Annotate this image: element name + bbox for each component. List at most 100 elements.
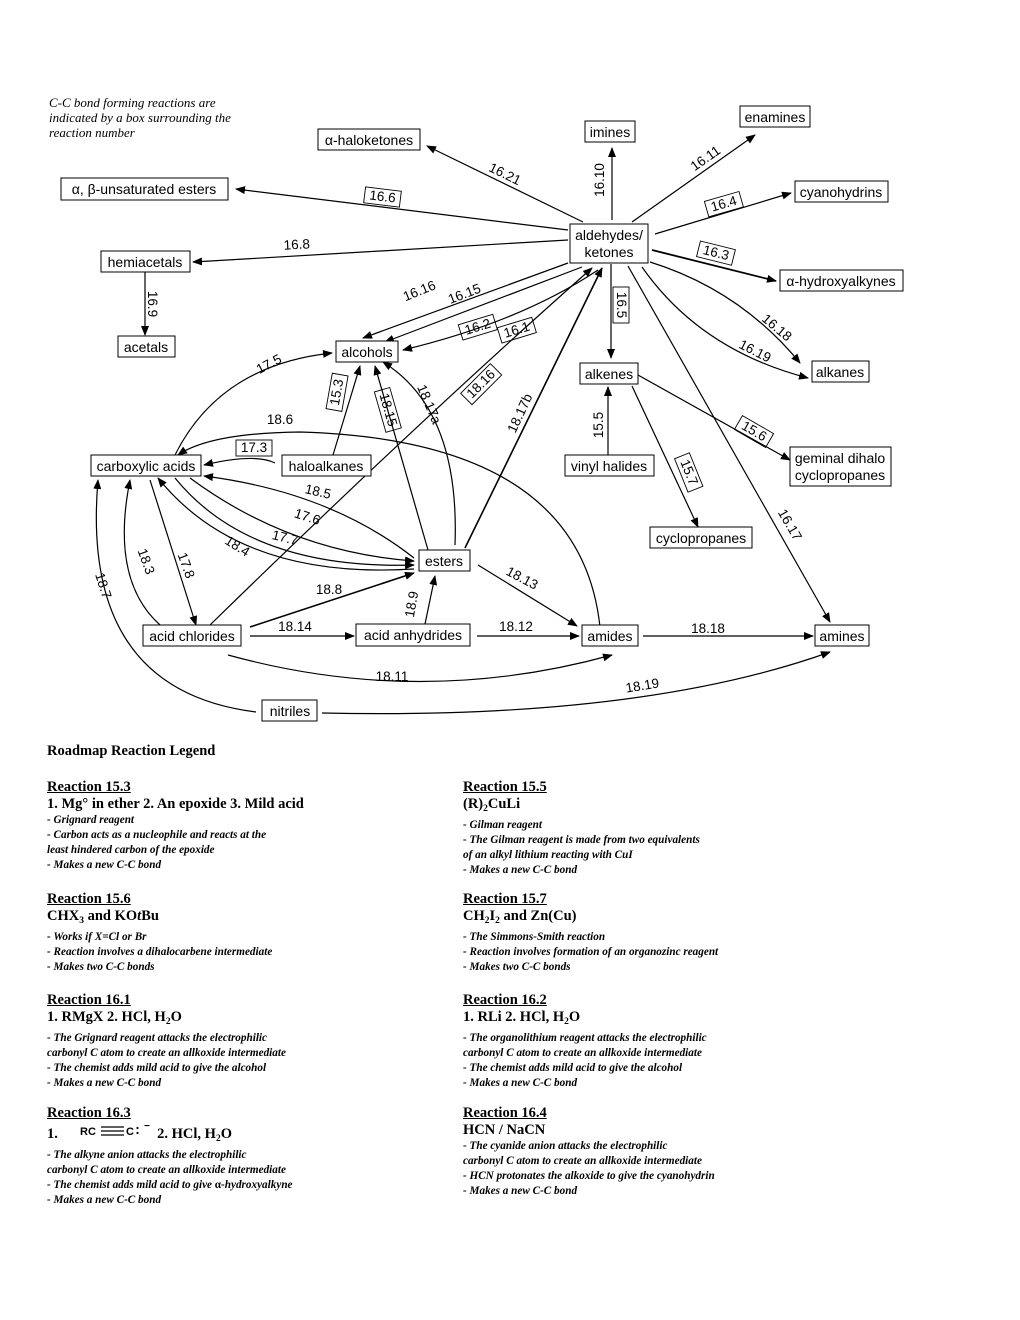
cc-box-15-6: [733, 414, 775, 449]
arrow-16-15: [384, 266, 583, 343]
legend-16-3-note: carbonyl C atom to create an allkoxide i…: [47, 1164, 286, 1176]
legend-15-5-note: of an alkyl lithium reacting with CuI: [463, 849, 633, 861]
label-18-15: 18.15: [376, 391, 400, 428]
legend-15-3-reagents: 1. Mg° in ether 2. An epoxide 3. Mild ac…: [47, 796, 304, 812]
label-16-8: 16.8: [283, 236, 310, 252]
node-box-haloalkanes: [281, 454, 372, 477]
node-box-hydroxyalkynes: [779, 269, 904, 292]
node-box-acid-chlorides: [142, 624, 242, 647]
arrow-16-4: [654, 191, 792, 235]
cc-box-18-16: [460, 363, 503, 406]
label-18-11: 18.11: [376, 669, 409, 684]
label-16-16: 16.16: [401, 278, 438, 305]
label-17-6: 17.6: [293, 506, 323, 528]
arrow-18-3: [123, 479, 161, 626]
arrow-18-15: [373, 365, 429, 551]
node-box-gem-cyclopropanes: [789, 446, 892, 487]
label-18-5: 18.5: [304, 481, 333, 502]
label-18-8: 18.8: [316, 582, 342, 597]
arrow-16-3: [651, 249, 777, 283]
arrow-17-3: [203, 457, 276, 467]
node-box-imines: [584, 120, 636, 143]
label-16-11: 16.11: [688, 143, 723, 174]
node-box-alcohols: [335, 340, 399, 363]
legend-16-2-reagents: 1. RLi 2. HCl, H2O: [463, 1009, 581, 1027]
legend-16-1-note: - The Grignard reagent attacks the elect…: [47, 1032, 268, 1044]
legend-15-3-note: - Makes a new C-C bond: [47, 859, 162, 871]
label-18-14: 18.14: [278, 619, 312, 634]
legend-15-3-title: Reaction 15.3: [47, 779, 131, 795]
legend-15-7-note: - Makes two C-C bonds: [463, 961, 571, 973]
arrow-16-8: [192, 239, 569, 266]
legend-15-5-reagents: (R)2CuLi: [463, 796, 521, 814]
legend-16-3-note: - The chemist adds mild acid to give α-h…: [47, 1179, 293, 1191]
cc-box-16-1: [496, 316, 537, 344]
legend-15-5-note: - Makes a new C-C bond: [463, 864, 578, 876]
label-16-9: 16.9: [145, 291, 160, 317]
node-vinyl-halides: vinyl halides: [571, 458, 647, 474]
label-15-5: 15.5: [591, 412, 606, 438]
arrow-17-6: [189, 477, 415, 565]
arrow-15-3: [332, 365, 362, 456]
legend-16-2-note: - The organolithium reagent attacks the …: [463, 1032, 707, 1044]
c-c-bond-note: C-C bond forming reactions are indicated…: [49, 95, 231, 140]
label-16-10: 16.10: [592, 163, 607, 197]
node-alcohols: alcohols: [341, 344, 392, 360]
label-16-15: 16.15: [446, 281, 483, 307]
legend-entry-16-1: Reaction 16.1 1. RMgX 2. HCl, H2O - The …: [47, 992, 447, 1091]
legend-16-1-note: - The chemist adds mild acid to give the…: [47, 1062, 267, 1074]
legend-entry-15-7: Reaction 15.7 CH2I2 and Zn(Cu) - The Sim…: [463, 891, 863, 975]
node-acid-anhydrides: acid anhydrides: [364, 627, 462, 643]
node-box-acid-anhydrides: [355, 623, 471, 647]
legend-16-4-note: - The cyanide anion attacks the electrop…: [463, 1140, 668, 1152]
node-amides: amides: [587, 628, 632, 644]
legend-16-4-title: Reaction 16.4: [463, 1105, 547, 1121]
label-16-3: 16.3: [702, 242, 731, 263]
arrow-16-18: [649, 261, 801, 364]
arrow-18-17b: [464, 267, 603, 549]
node-box-aldehydes: [569, 223, 649, 264]
legend-15-6-note: - Works if X=Cl or Br: [47, 931, 147, 943]
alkyne-c: C: [126, 1126, 134, 1138]
node-aldehydes-line2: ketones: [584, 244, 633, 260]
node-aldehydes-line1: aldehydes/: [575, 227, 643, 243]
label-16-6: 16.6: [369, 187, 397, 205]
arrow-17-8: [149, 479, 198, 626]
label-18-4: 18.4: [222, 533, 253, 560]
cc-box-16-3: [696, 240, 736, 266]
legend-15-6-note: - Reaction involves a dihalocarbene inte…: [47, 946, 273, 958]
arrow-18-7: [93, 479, 257, 713]
legend-entry-16-4: Reaction 16.4 HCN / NaCN - The cyanide a…: [463, 1105, 863, 1199]
arrow-18-4: [157, 477, 415, 571]
legend-entry-15-3: Reaction 15.3 1. Mg° in ether 2. An epox…: [47, 779, 447, 873]
label-18-13: 18.13: [504, 563, 541, 592]
node-imines: imines: [590, 124, 630, 140]
negative-charge: −: [144, 1122, 150, 1132]
node-carboxylic-acids: carboxylic acids: [97, 458, 196, 474]
label-18-18: 18.18: [691, 621, 725, 636]
node-box-haloketones: [317, 128, 421, 151]
label-16-5: 16.5: [614, 292, 629, 318]
legend-entry-15-5: Reaction 15.5 (R)2CuLi - Gilman reagent …: [463, 779, 863, 878]
arrow-18-9: [424, 575, 438, 625]
arrow-15-7: [631, 385, 699, 528]
legend-15-7-title: Reaction 15.7: [463, 891, 547, 907]
node-box-amines: [814, 624, 870, 647]
label-17-3: 17.3: [241, 440, 267, 455]
arrow-18-16: [209, 267, 593, 626]
legend-15-3-note: - Grignard reagent: [47, 814, 135, 826]
node-amines: amines: [819, 628, 864, 644]
cc-box-16-6: [363, 186, 402, 208]
legend-15-3-note: least hindered carbon of the epoxide: [47, 844, 215, 856]
node-box-enamines: [739, 105, 811, 128]
node-box-alkanes: [811, 360, 870, 383]
cc-box-16-2: [457, 313, 498, 341]
legend-16-3-reagents: 1. RC C − 2. HCl, H2O: [47, 1121, 232, 1144]
label-17-5: 17.5: [254, 351, 284, 377]
legend-16-3-note: - The alkyne anion attacks the electroph…: [47, 1149, 247, 1161]
node-hydroxyalkynes: α-hydroxyalkynes: [786, 273, 895, 289]
node-cyanohydrins: cyanohydrins: [800, 184, 883, 200]
legend-16-2-note: - The chemist adds mild acid to give the…: [463, 1062, 683, 1074]
arrow-16-21: [426, 145, 584, 223]
node-box-vinyl-halides: [564, 454, 655, 477]
